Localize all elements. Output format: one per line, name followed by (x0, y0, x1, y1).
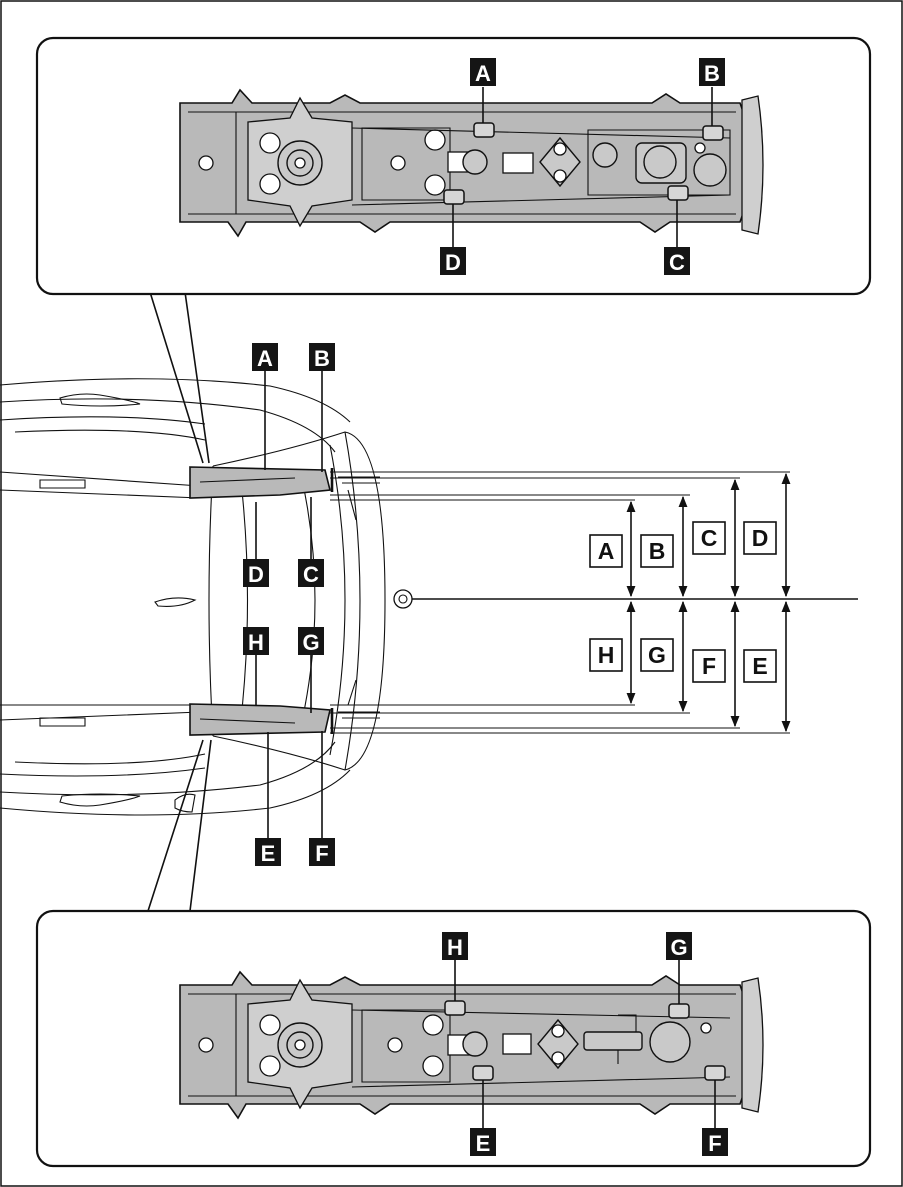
svg-text:D: D (248, 562, 264, 587)
dimension-label-e: E (743, 649, 777, 683)
top-inset-label-c: C (664, 247, 690, 275)
svg-text:C: C (701, 525, 718, 551)
car-label-d: D (243, 559, 269, 587)
top-inset-label-a: A (470, 58, 496, 86)
dimension-label-h: H (589, 638, 623, 672)
dimension-label-f: F (692, 649, 726, 683)
car-label-f: F (309, 838, 335, 866)
adjust-screw-f (704, 1065, 726, 1081)
svg-text:G: G (670, 935, 687, 960)
svg-text:C: C (303, 562, 319, 587)
svg-text:G: G (302, 630, 319, 655)
bottom-inset-label-e: E (470, 1128, 496, 1156)
front-emblem (393, 589, 413, 609)
dimension-arrows (626, 472, 791, 733)
svg-text:B: B (704, 61, 720, 86)
bottom-inset-label-f: F (702, 1128, 728, 1156)
svg-text:B: B (314, 346, 330, 371)
dimension-label-d: D (743, 521, 777, 555)
car-label-b: B (309, 343, 335, 371)
svg-text:F: F (708, 1131, 721, 1156)
car-label-e: E (255, 838, 281, 866)
bottom-inset-label-h: H (442, 932, 468, 960)
adjust-screw-h (444, 1000, 466, 1016)
svg-text:G: G (648, 642, 666, 668)
bottom-headlamp-unit (179, 970, 764, 1120)
svg-text:A: A (598, 538, 615, 564)
adjust-screw-a (473, 122, 495, 138)
callout-leader-bottom (147, 739, 212, 912)
dimension-label-c: C (692, 521, 726, 555)
top-inset-label-d: D (440, 247, 466, 275)
callout-leader-top (149, 291, 210, 464)
svg-text:H: H (248, 630, 264, 655)
svg-text:D: D (752, 525, 769, 551)
car-headlamp-upper (189, 466, 332, 499)
svg-text:E: E (476, 1131, 491, 1156)
svg-text:F: F (315, 841, 328, 866)
car-headlamp-lower (189, 703, 331, 736)
bottom-inset: H G E F (35, 909, 872, 1168)
svg-text:F: F (702, 653, 716, 679)
adjust-screw-b (702, 125, 724, 141)
adjust-screw-d (443, 189, 465, 205)
svg-text:H: H (447, 935, 463, 960)
svg-text:A: A (475, 61, 491, 86)
svg-text:E: E (752, 653, 767, 679)
bottom-inset-label-g: G (666, 932, 692, 960)
adjust-screw-g (668, 1003, 690, 1019)
svg-text:D: D (445, 250, 461, 275)
svg-text:E: E (261, 841, 276, 866)
dimension-label-g: G (640, 638, 674, 672)
svg-text:A: A (257, 346, 273, 371)
top-inset-label-b: B (699, 58, 725, 86)
car-label-g: G (298, 627, 324, 655)
svg-text:C: C (669, 250, 685, 275)
car-label-c: C (298, 559, 324, 587)
dimension-label-b: B (640, 534, 674, 568)
adjust-screw-e (472, 1065, 494, 1081)
dimension-label-a: A (589, 534, 623, 568)
top-inset: A B C D (35, 36, 872, 296)
top-headlamp-unit (179, 88, 764, 238)
car-top-view (0, 378, 413, 816)
svg-text:H: H (598, 642, 615, 668)
adjust-screw-c (667, 185, 689, 201)
car-label-h: H (243, 627, 269, 655)
svg-text:B: B (649, 538, 666, 564)
car-label-a: A (252, 343, 278, 371)
